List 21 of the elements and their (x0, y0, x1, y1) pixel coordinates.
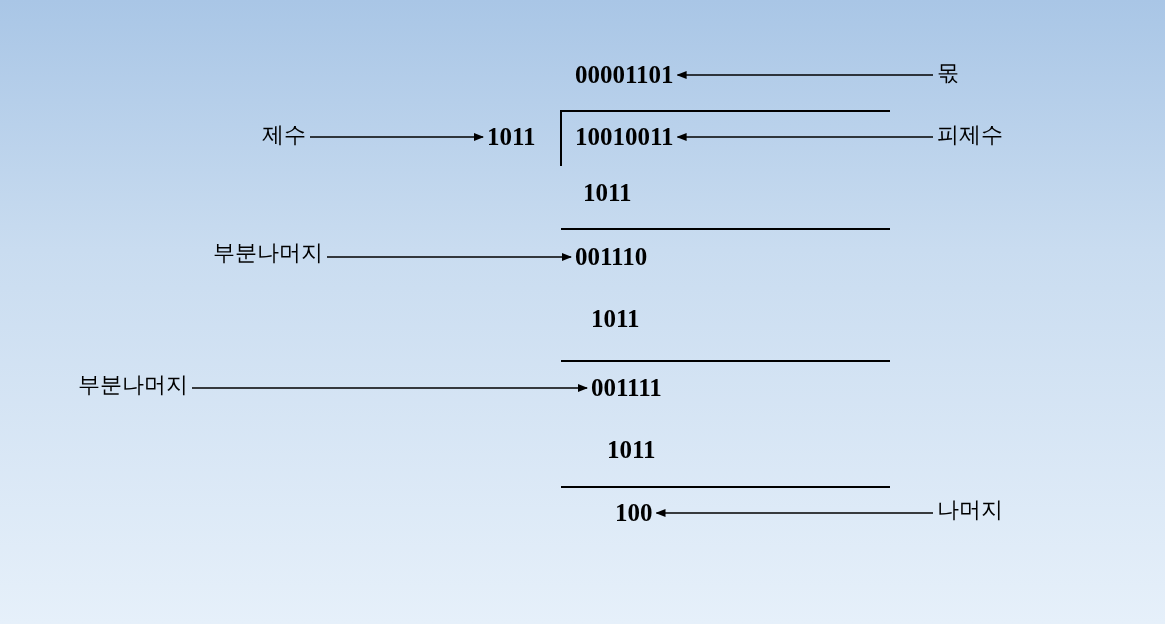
term-label: 몫 (937, 58, 959, 88)
binary-number: 00001101 (575, 60, 674, 90)
subtrahend-number: 1011 (583, 178, 632, 208)
binary-number: 001110 (575, 242, 648, 272)
term-label: 나머지 (937, 495, 1003, 525)
arrow (676, 71, 934, 79)
binary-number: 001111 (591, 373, 662, 403)
term-label: 부분나머지 (78, 370, 188, 400)
binary-number: 100 (615, 498, 653, 528)
term-label: 피제수 (937, 120, 1003, 150)
term-label: 제수 (262, 120, 306, 150)
binary-number: 10010011 (575, 122, 674, 152)
subtrahend-number: 1011 (591, 304, 640, 334)
arrow (676, 133, 934, 141)
subtrahend-number: 1011 (607, 435, 656, 465)
term-label: 부분나머지 (213, 238, 323, 268)
arrow (326, 253, 572, 261)
arrow (655, 509, 934, 517)
binary-number: 1011 (487, 122, 536, 152)
arrow (309, 133, 484, 141)
arrow (191, 384, 588, 392)
